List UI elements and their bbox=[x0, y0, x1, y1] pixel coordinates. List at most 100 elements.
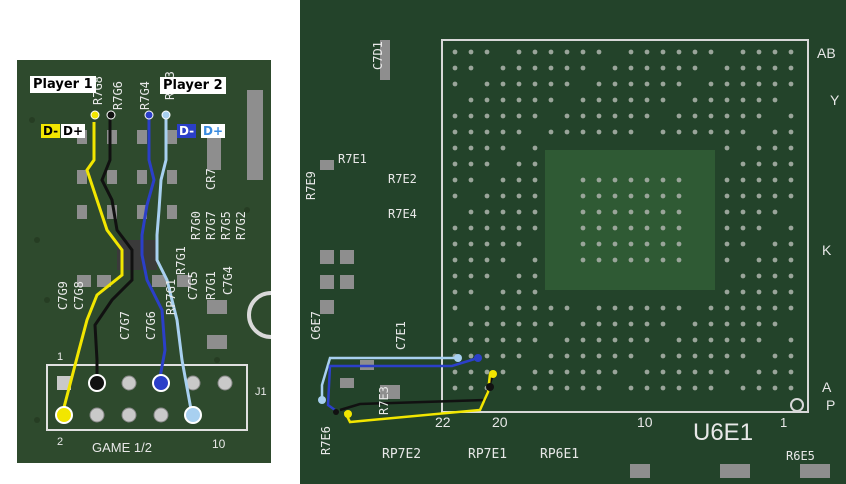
bga-ball bbox=[468, 289, 474, 295]
bga-ball bbox=[468, 225, 474, 231]
bga-ball bbox=[692, 337, 698, 343]
bga-ball bbox=[564, 385, 570, 391]
designator-r7g6: R7G6 bbox=[111, 81, 125, 110]
bga-ball bbox=[740, 289, 746, 295]
bga-ball bbox=[596, 337, 602, 343]
bga-ball bbox=[788, 385, 794, 391]
bga-ball bbox=[756, 337, 762, 343]
bga-ball bbox=[756, 369, 762, 375]
bga-ball bbox=[644, 209, 650, 215]
bga-ball bbox=[628, 353, 634, 359]
bga-ball bbox=[660, 49, 666, 55]
bga-ball bbox=[708, 49, 714, 55]
bga-ball bbox=[692, 129, 698, 135]
bga-ball bbox=[452, 337, 458, 343]
bga-ball bbox=[772, 145, 778, 151]
bga-ball bbox=[756, 145, 762, 151]
bga-ball bbox=[484, 49, 490, 55]
bga-ball bbox=[676, 177, 682, 183]
bga-ball bbox=[468, 353, 474, 359]
bga-ball bbox=[532, 193, 538, 199]
bga-ball bbox=[500, 289, 506, 295]
bga-ball bbox=[516, 321, 522, 327]
bga-ball bbox=[692, 65, 698, 71]
bga-ball bbox=[548, 369, 554, 375]
bga-ball bbox=[580, 369, 586, 375]
bga-ball bbox=[724, 97, 730, 103]
bga-ball bbox=[724, 305, 730, 311]
bga-ball bbox=[724, 113, 730, 119]
bga-ball bbox=[596, 129, 602, 135]
bga-ball bbox=[724, 353, 730, 359]
bga-ball bbox=[500, 353, 506, 359]
bga-ball bbox=[788, 49, 794, 55]
bga-ball bbox=[532, 321, 538, 327]
row-k-label: K bbox=[822, 242, 832, 258]
bga-ball bbox=[580, 65, 586, 71]
bga-ball bbox=[724, 289, 730, 295]
bga-ball bbox=[500, 321, 506, 327]
bga-ball bbox=[708, 321, 714, 327]
bga-ball bbox=[468, 129, 474, 135]
bga-ball bbox=[484, 257, 490, 263]
bga-ball bbox=[644, 305, 650, 311]
bga-ball bbox=[484, 273, 490, 279]
bga-ball bbox=[580, 321, 586, 327]
bga-ball bbox=[452, 161, 458, 167]
bga-ball bbox=[644, 241, 650, 247]
bga-ball bbox=[756, 257, 762, 263]
bga-ball bbox=[452, 369, 458, 375]
bga-ball bbox=[564, 49, 570, 55]
bga-ball bbox=[772, 81, 778, 87]
designator-r7e1: R7E1 bbox=[338, 152, 367, 166]
bga-ball bbox=[724, 129, 730, 135]
designator-r7g7: R7G7 bbox=[204, 211, 218, 240]
p2-dminus-label: D- bbox=[177, 124, 197, 138]
bga-ball bbox=[724, 81, 730, 87]
bga-ball bbox=[708, 305, 714, 311]
bga-ball bbox=[628, 113, 634, 119]
bga-ball bbox=[724, 193, 730, 199]
bga-ball bbox=[516, 289, 522, 295]
bga-ball bbox=[452, 81, 458, 87]
bga-ball bbox=[500, 337, 506, 343]
bga-ball bbox=[692, 113, 698, 119]
bga-ball bbox=[500, 81, 506, 87]
bga-ball bbox=[692, 321, 698, 327]
bga-ball bbox=[644, 225, 650, 231]
bga-ball bbox=[692, 49, 698, 55]
bga-ball bbox=[468, 113, 474, 119]
bga-ball bbox=[468, 65, 474, 71]
bga-ball bbox=[676, 129, 682, 135]
designator-rp6e1: RP6E1 bbox=[540, 447, 579, 462]
bga-ball bbox=[564, 369, 570, 375]
bga-ball bbox=[628, 177, 634, 183]
bga-ball bbox=[708, 97, 714, 103]
bga-ball bbox=[612, 353, 618, 359]
bga-ball bbox=[564, 337, 570, 343]
bga-ball bbox=[516, 305, 522, 311]
designator-r7g4: R7G4 bbox=[138, 81, 152, 110]
bga-ball bbox=[484, 353, 490, 359]
bga-ball bbox=[772, 369, 778, 375]
bga-ball bbox=[740, 273, 746, 279]
bga-ball bbox=[500, 209, 506, 215]
designator-c7g8: C7G8 bbox=[72, 281, 86, 310]
bga-ball bbox=[532, 209, 538, 215]
bga-ball bbox=[612, 305, 618, 311]
bga-ball bbox=[740, 177, 746, 183]
bga-ball bbox=[676, 241, 682, 247]
bga-ball bbox=[612, 129, 618, 135]
bga-ball bbox=[500, 225, 506, 231]
bga-ball bbox=[612, 193, 618, 199]
designator-r6e5: R6E5 bbox=[786, 449, 815, 463]
bga-ball bbox=[516, 241, 522, 247]
bga-ball bbox=[692, 369, 698, 375]
bga-ball bbox=[596, 385, 602, 391]
bga-ball bbox=[628, 305, 634, 311]
bga-ball bbox=[532, 145, 538, 151]
bga-ball bbox=[484, 113, 490, 119]
row-a-label: A bbox=[822, 379, 832, 395]
bga-ball bbox=[772, 305, 778, 311]
bga-ball bbox=[772, 97, 778, 103]
